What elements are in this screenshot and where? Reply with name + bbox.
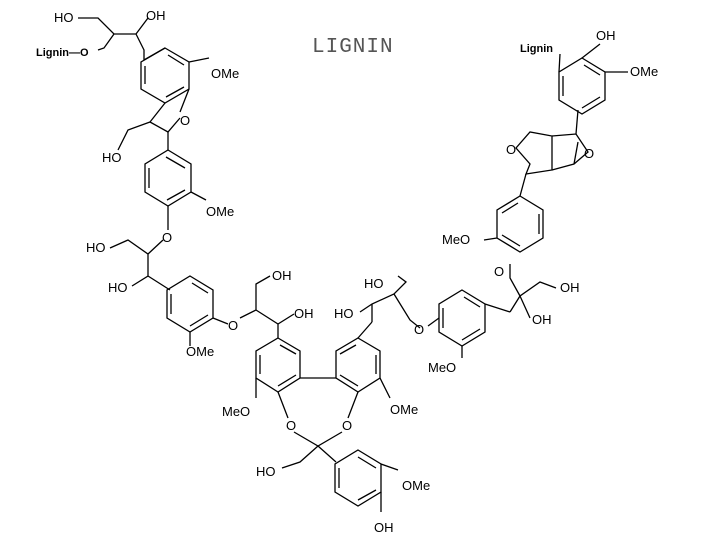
ring-oxygen-label: O (342, 418, 352, 433)
hydroxyl-label: OH (146, 8, 166, 23)
hydroxyl-label: HO (102, 150, 122, 165)
hydroxyl-label: HO (334, 306, 354, 321)
ring-oxygen-label: O (286, 418, 296, 433)
methoxy-label: MeO (442, 232, 470, 247)
hydroxyl-label: OH (272, 268, 292, 283)
methoxy-label: OMe (630, 64, 658, 79)
methoxy-label: OMe (211, 66, 239, 81)
ether-oxygen-label: O (228, 318, 238, 333)
hydroxyl-label: OH (560, 280, 580, 295)
lignin-label: Lignin (520, 43, 553, 55)
hydroxyl-label: HO (108, 280, 128, 295)
hydroxyl-label: OH (374, 520, 394, 535)
ring-oxygen-label: O (180, 113, 190, 128)
lignin-ether-label: Lignin—O (36, 47, 89, 59)
atom-labels: HO OH Lignin—O OMe O HO OMe O HO HO OMe … (36, 8, 658, 535)
hydroxyl-label: HO (86, 240, 106, 255)
ether-oxygen-label: O (162, 230, 172, 245)
ring-oxygen-label: O (506, 142, 516, 157)
methoxy-label: MeO (428, 360, 456, 375)
diagram-title: LIGNIN (312, 36, 394, 59)
ether-oxygen-label: O (494, 264, 504, 279)
hydroxyl-label: HO (256, 464, 276, 479)
molecule-bonds (78, 17, 628, 512)
hydroxyl-label: OH (294, 306, 314, 321)
methoxy-label: OMe (402, 478, 430, 493)
hydroxyl-label: HO (54, 10, 74, 25)
hydroxyl-label: OH (532, 312, 552, 327)
ring-oxygen-label: O (584, 146, 594, 161)
methoxy-label: OMe (206, 204, 234, 219)
ether-oxygen-label: O (414, 322, 424, 337)
hydroxyl-label: HO (364, 276, 384, 291)
methoxy-label: MeO (222, 404, 250, 419)
hydroxyl-label: OH (596, 28, 616, 43)
methoxy-label: OMe (390, 402, 418, 417)
methoxy-label: OMe (186, 344, 214, 359)
